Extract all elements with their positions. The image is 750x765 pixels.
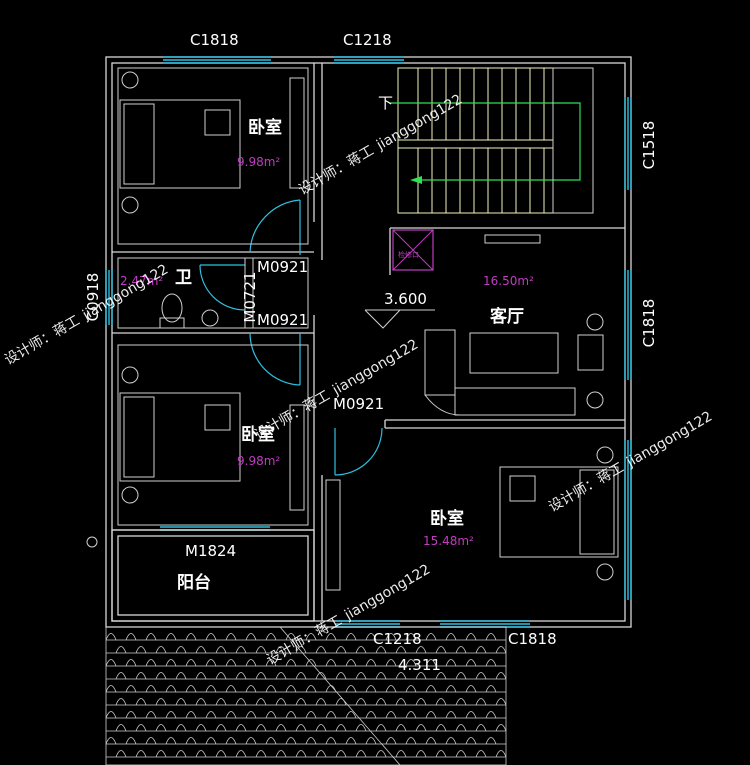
window-bottom-right [440,620,530,628]
window-label-right-upper: C1518 [640,121,658,170]
window-bottom-mid [335,620,400,628]
window-label-bottom-right: C1818 [508,630,557,648]
room-name-bedroom-se: 卧室 [430,508,464,529]
bed-nw [117,67,309,245]
living-furniture [424,234,604,416]
roof-tiles [105,626,507,765]
window-top-left [163,56,271,64]
door-label-bath-side: M0721 [241,271,259,322]
floor-level-marker [364,309,435,329]
window-label-top-left: C1818 [190,31,239,49]
room-area-living: 16.50m² [483,274,534,288]
bathroom-fixtures [117,257,309,329]
room-name-bedroom-nw: 卧室 [248,117,282,138]
window-right-upper [624,97,632,190]
room-area-bedroom-w: 9.98m² [237,454,280,468]
door-label-bedroom1: M0921 [257,258,308,276]
door-label-balcony: M1824 [185,542,236,560]
room-name-living: 客厅 [489,306,524,327]
room-area-bathroom: 2.47m² [120,274,163,288]
inspection-shaft [392,229,434,271]
window-left [105,270,113,325]
watermark-4-designer: 设计师：蒋工 [546,460,627,516]
window-top-mid [334,56,404,64]
door-bedroom-nw [249,199,301,255]
roof-level-value: 4.311 [398,656,441,674]
room-name-balcony: 阳台 [177,572,211,593]
window-right-mid [624,270,632,380]
watermark-2-designer: 设计师：蒋工 [2,313,83,369]
door-label-living: M0921 [333,395,384,413]
floor-level-value: 3.600 [384,290,427,308]
shaft-label: 检修口 [398,250,419,259]
window-label-bottom-mid: C1218 [373,630,422,648]
watermark-3-handle: jianggong122 [329,337,421,399]
door-bathroom [199,264,246,311]
room-name-bathroom: 卫 [175,268,192,288]
watermark-4-handle: jianggong122 [623,409,715,471]
room-name-bedroom-w: 卧室 [241,424,275,445]
bed-w [117,344,309,526]
balcony-frame [86,529,315,622]
door-label-bath-front: M0921 [257,311,308,329]
door-bedroom-w [249,332,301,386]
watermark-3-designer: 设计师：蒋工 [252,388,333,444]
door-bedroom-se [334,427,383,476]
stair-down-label: 下 [378,94,393,112]
room-area-bedroom-nw: 9.98m² [237,155,280,169]
window-label-right-mid: C1818 [640,299,658,348]
watermark-5-handle: jianggong122 [341,562,433,624]
bed-se [325,446,619,591]
window-label-left: C0918 [84,273,102,322]
stair [390,67,594,214]
window-label-top-mid: C1218 [343,31,392,49]
room-area-bedroom-se: 15.48m² [423,534,474,548]
window-right-lower [624,440,632,600]
